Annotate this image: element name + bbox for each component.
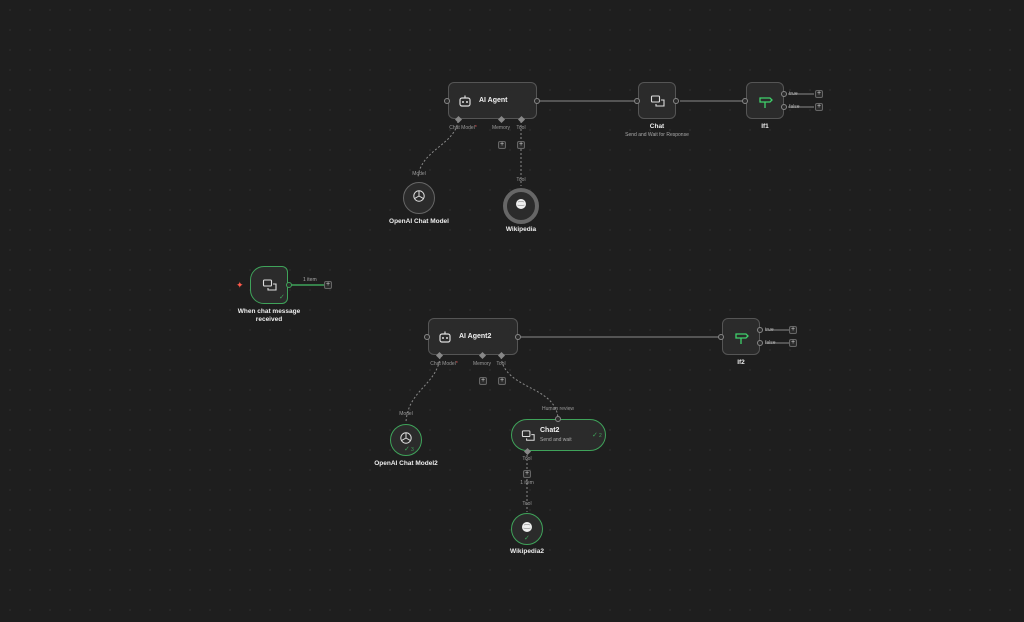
output-handle[interactable] — [515, 334, 521, 340]
openai-chat-model-title: OpenAI Chat Model — [389, 218, 449, 225]
chat-node[interactable] — [638, 82, 676, 119]
run-count-badge: 2 — [599, 433, 602, 439]
true-branch-label: true — [789, 91, 798, 97]
chat2-subtitle: Send and wait — [540, 437, 572, 443]
input-handle[interactable] — [424, 334, 430, 340]
add-tool-button[interactable]: + — [523, 470, 531, 478]
output-handle[interactable] — [534, 98, 540, 104]
add-false-branch-button[interactable]: + — [789, 339, 797, 347]
tool-port-label: Tool — [522, 501, 532, 507]
chat2-title: Chat2 — [540, 427, 560, 434]
add-tool-button[interactable]: + — [498, 377, 506, 385]
memory-port-label: Memory — [472, 361, 492, 367]
if1-node[interactable] — [746, 82, 784, 119]
if2-node[interactable] — [722, 318, 760, 355]
ai-agent-node[interactable]: AI Agent — [448, 82, 537, 119]
tool-port-label: Tool — [496, 361, 506, 367]
robot-icon — [437, 329, 453, 345]
output-handle[interactable] — [286, 282, 292, 288]
tool-port-label: Tool — [516, 125, 526, 131]
add-tool-button[interactable]: + — [517, 141, 525, 149]
signpost-icon — [757, 93, 774, 110]
input-handle[interactable] — [634, 98, 640, 104]
wikipedia-title: Wikipedia — [505, 226, 537, 233]
run-count-badge: 3 — [411, 447, 414, 453]
chat-node-subtitle: Send and Wait for Response — [625, 132, 689, 138]
node-title: AI Agent2 — [459, 333, 492, 340]
chat-bubbles-icon — [649, 93, 666, 110]
chat-bubbles-icon — [261, 277, 278, 294]
false-branch-label: false — [789, 104, 800, 110]
check-icon: ✓ — [279, 294, 285, 301]
model-port-label: Model — [412, 171, 426, 177]
tool-port-label: Tool — [522, 456, 532, 462]
add-memory-button[interactable]: + — [498, 141, 506, 149]
openai-chat-model2-node[interactable]: ✓ 3 — [390, 424, 422, 456]
openai-chat-model2-title: OpenAI Chat Model2 — [374, 460, 438, 467]
check-icon: ✓ — [404, 446, 410, 453]
wikipedia-node[interactable] — [503, 188, 539, 224]
chat2-node[interactable]: Chat2 Send and wait ✓ 2 — [511, 419, 606, 451]
robot-icon — [457, 93, 473, 109]
signpost-icon — [733, 329, 750, 346]
model-port-label: Model — [399, 411, 413, 417]
chat-trigger-node[interactable]: ✓ — [250, 266, 288, 304]
true-output-handle[interactable] — [757, 327, 763, 333]
if1-node-title: If1 — [761, 123, 769, 130]
node-title: AI Agent — [479, 97, 508, 104]
chat-bubbles-icon — [520, 428, 536, 444]
add-true-branch-button[interactable]: + — [815, 90, 823, 98]
add-false-branch-button[interactable]: + — [815, 103, 823, 111]
openai-icon — [412, 189, 426, 208]
input-handle[interactable] — [718, 334, 724, 340]
add-node-button[interactable]: + — [324, 281, 332, 289]
add-memory-button[interactable]: + — [479, 377, 487, 385]
ai-agent2-node[interactable]: AI Agent2 — [428, 318, 518, 355]
input-handle[interactable] — [555, 416, 561, 422]
true-output-handle[interactable] — [781, 91, 787, 97]
chat-model-port-label: Chat Model* — [430, 361, 458, 367]
false-branch-label: false — [765, 340, 776, 346]
check-icon: ✓ — [592, 432, 598, 439]
wikipedia-globe-icon — [521, 520, 533, 538]
false-output-handle[interactable] — [781, 104, 787, 110]
wikipedia2-node[interactable]: ✓ — [511, 513, 543, 545]
trigger-bolt-icon: ✦ — [236, 280, 244, 290]
wikipedia2-title: Wikipedia2 — [510, 548, 544, 555]
openai-chat-model-node[interactable] — [403, 182, 435, 214]
chat-node-title: Chat — [649, 123, 665, 130]
items-count-label: 1 item — [303, 277, 317, 283]
trigger-title-line2: received — [255, 316, 283, 323]
true-branch-label: true — [765, 327, 774, 333]
items-count-label: 1 item — [520, 480, 534, 486]
input-handle[interactable] — [444, 98, 450, 104]
wikipedia-globe-icon — [515, 197, 527, 215]
openai-icon — [399, 431, 413, 450]
output-handle[interactable] — [673, 98, 679, 104]
tool-port-label: Tool — [516, 177, 526, 183]
memory-port-label: Memory — [491, 125, 511, 131]
trigger-title-line1: When chat message — [237, 308, 301, 315]
if2-node-title: If2 — [737, 359, 745, 366]
check-icon: ✓ — [524, 535, 530, 542]
false-output-handle[interactable] — [757, 340, 763, 346]
chat-model-port-label: Chat Model* — [449, 125, 477, 131]
input-handle[interactable] — [742, 98, 748, 104]
human-review-port-label: Human review — [542, 406, 574, 412]
add-true-branch-button[interactable]: + — [789, 326, 797, 334]
